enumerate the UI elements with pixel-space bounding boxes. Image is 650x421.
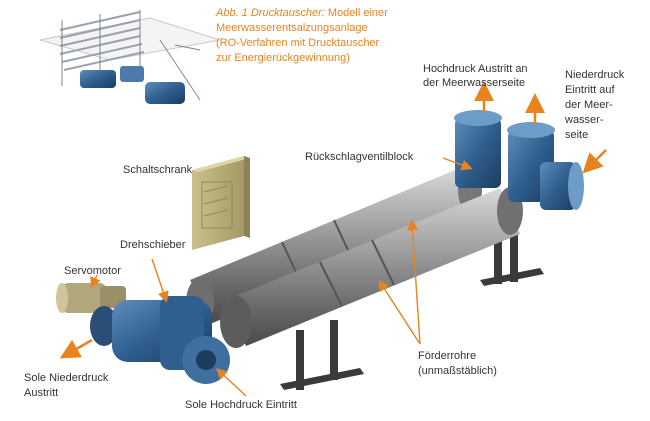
label-line: Sole Niederdruck bbox=[24, 372, 109, 384]
label-line: Niederdruck bbox=[565, 69, 625, 81]
flow-arrows bbox=[59, 81, 607, 359]
label-drehschieber: Drehschieber bbox=[120, 239, 186, 251]
control-cabinet bbox=[192, 156, 250, 250]
plant-model-thumbnail bbox=[39, 10, 221, 104]
label-line: Eintritt auf bbox=[565, 84, 615, 96]
label-schaltschrank: Schaltschrank bbox=[123, 164, 193, 176]
label-line: wasser- bbox=[565, 114, 604, 126]
label-hochdruck-austritt: Hochdruck Austritt an der Meerwasserseit… bbox=[423, 62, 528, 90]
label-niederdruck-eintritt: Niederdruck Eintritt auf der Meer- wasse… bbox=[565, 68, 624, 143]
caption-line-3: (RO-Verfahren mit Drucktauscher bbox=[216, 37, 380, 49]
caption-line-4: zur Energierückgewinnung) bbox=[216, 52, 350, 64]
front-pressure-tube bbox=[220, 187, 523, 348]
label-line: Hochdruck Austritt an bbox=[423, 63, 528, 75]
label-line: seite bbox=[565, 129, 589, 141]
caption-title: Abb. 1 Drucktauscher: bbox=[216, 7, 325, 19]
leader-lines bbox=[90, 157, 473, 397]
caption-line-2: Meerwasserentsalzungsanlage bbox=[216, 22, 368, 34]
label-foerderrohre: Förderrohre (unmaßstäblich) bbox=[418, 349, 497, 379]
pipe-supports bbox=[280, 232, 544, 390]
label-line: Förderrohre bbox=[418, 350, 477, 362]
rotary-valve bbox=[90, 296, 230, 384]
servo-motor bbox=[56, 283, 126, 313]
check-valve-block bbox=[454, 110, 584, 210]
label-rueckschlagventilblock: Rückschlagventilblock bbox=[305, 151, 414, 163]
label-servomotor: Servomotor bbox=[64, 265, 121, 277]
label-line: der Meer- bbox=[565, 99, 613, 111]
label-line: (unmaßstäblich) bbox=[418, 365, 497, 377]
figure-caption: Abb. 1 Drucktauscher: Modell einer Meerw… bbox=[216, 6, 416, 66]
label-sole-hochdruck: Sole Hochdruck Eintritt bbox=[185, 399, 297, 411]
label-sole-niederdruck: Sole Niederdruck Austritt bbox=[24, 371, 108, 401]
label-line: der Meerwasserseite bbox=[423, 77, 526, 89]
label-line: Austritt bbox=[24, 387, 59, 399]
caption-line-1: Modell einer bbox=[327, 7, 388, 19]
